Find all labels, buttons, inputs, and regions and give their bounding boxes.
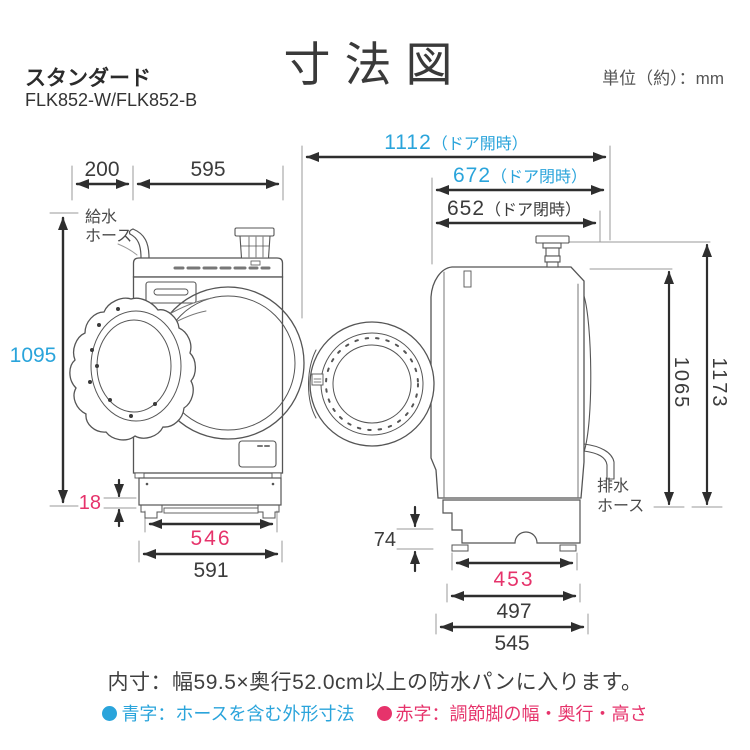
blue-dot-icon (102, 705, 118, 721)
drain-hose-label-2: ホース (597, 498, 644, 515)
page-title: 寸法図 (283, 38, 467, 91)
dim-1065: 1065 (670, 357, 692, 410)
series-label: スタンダード (25, 67, 151, 90)
dim-18: 18 (79, 492, 101, 514)
model-number: FLK852-W/FLK852-B (25, 90, 198, 110)
inner-size-note: 内寸：幅59.5×奥行52.0cm以上の防水パンに入ります。 (107, 671, 643, 694)
drain-hose (583, 443, 615, 480)
door-hinge-dots (88, 307, 157, 418)
legend-blue: 青字：ホースを含む外形寸法 (102, 700, 355, 726)
color-legend: 青字：ホースを含む外形寸法 赤字：調節脚の幅・奥行・高さ (0, 700, 750, 726)
water-valve-fixture (535, 235, 570, 268)
front-top-cup (234, 227, 275, 259)
filter-panel (238, 440, 277, 468)
dim-1095: 1095 (10, 344, 57, 367)
side-extension-lines (301, 145, 723, 635)
dim-18-group: 18 (79, 478, 124, 528)
open-door (69, 297, 213, 441)
detergent-drawer (145, 281, 197, 304)
water-hose-leader (117, 243, 138, 256)
water-supply-hose-label: 給水 (85, 208, 117, 226)
dim-1112-door-open: 1112（ドア開時） (384, 131, 528, 154)
dim-652-door-closed: 652（ドア閉時） (447, 197, 581, 220)
front-extension-lines (49, 165, 284, 563)
dim-74: 74 (374, 529, 396, 551)
drain-hose-label: 排水 (597, 477, 629, 495)
dim-545: 545 (494, 632, 529, 655)
water-supply-hose-label-2: ホース (85, 228, 132, 245)
unit-label: 単位（約）：mm (602, 69, 724, 88)
legend-blue-text: 青字：ホースを含む外形寸法 (121, 704, 355, 724)
dim-1173: 1173 (708, 357, 730, 408)
legend-red: 赤字：調節脚の幅・奥行・高さ (376, 700, 648, 726)
front-base (134, 472, 282, 519)
red-dot-icon (376, 705, 392, 721)
dim-453: 453 (493, 568, 534, 591)
dim-591: 591 (193, 559, 228, 582)
dim-200: 200 (84, 158, 119, 181)
dim-546: 546 (190, 527, 231, 550)
side-base (442, 499, 581, 552)
dim-74-group: 74 (374, 505, 420, 573)
side-open-door (308, 321, 435, 447)
water-supply-hose (128, 228, 150, 259)
dim-595: 595 (190, 158, 225, 181)
dim-497: 497 (496, 600, 531, 623)
legend-red-text: 赤字：調節脚の幅・奥行・高さ (395, 704, 648, 724)
side-view: 1112（ドア開時） 672（ドア閉時） 652（ドア閉時） (301, 131, 730, 655)
front-view: 200 595 1095 給水 ホース (10, 158, 305, 582)
side-body (430, 266, 592, 499)
dim-672-door-closed: 672（ドア閉時） (453, 164, 587, 187)
